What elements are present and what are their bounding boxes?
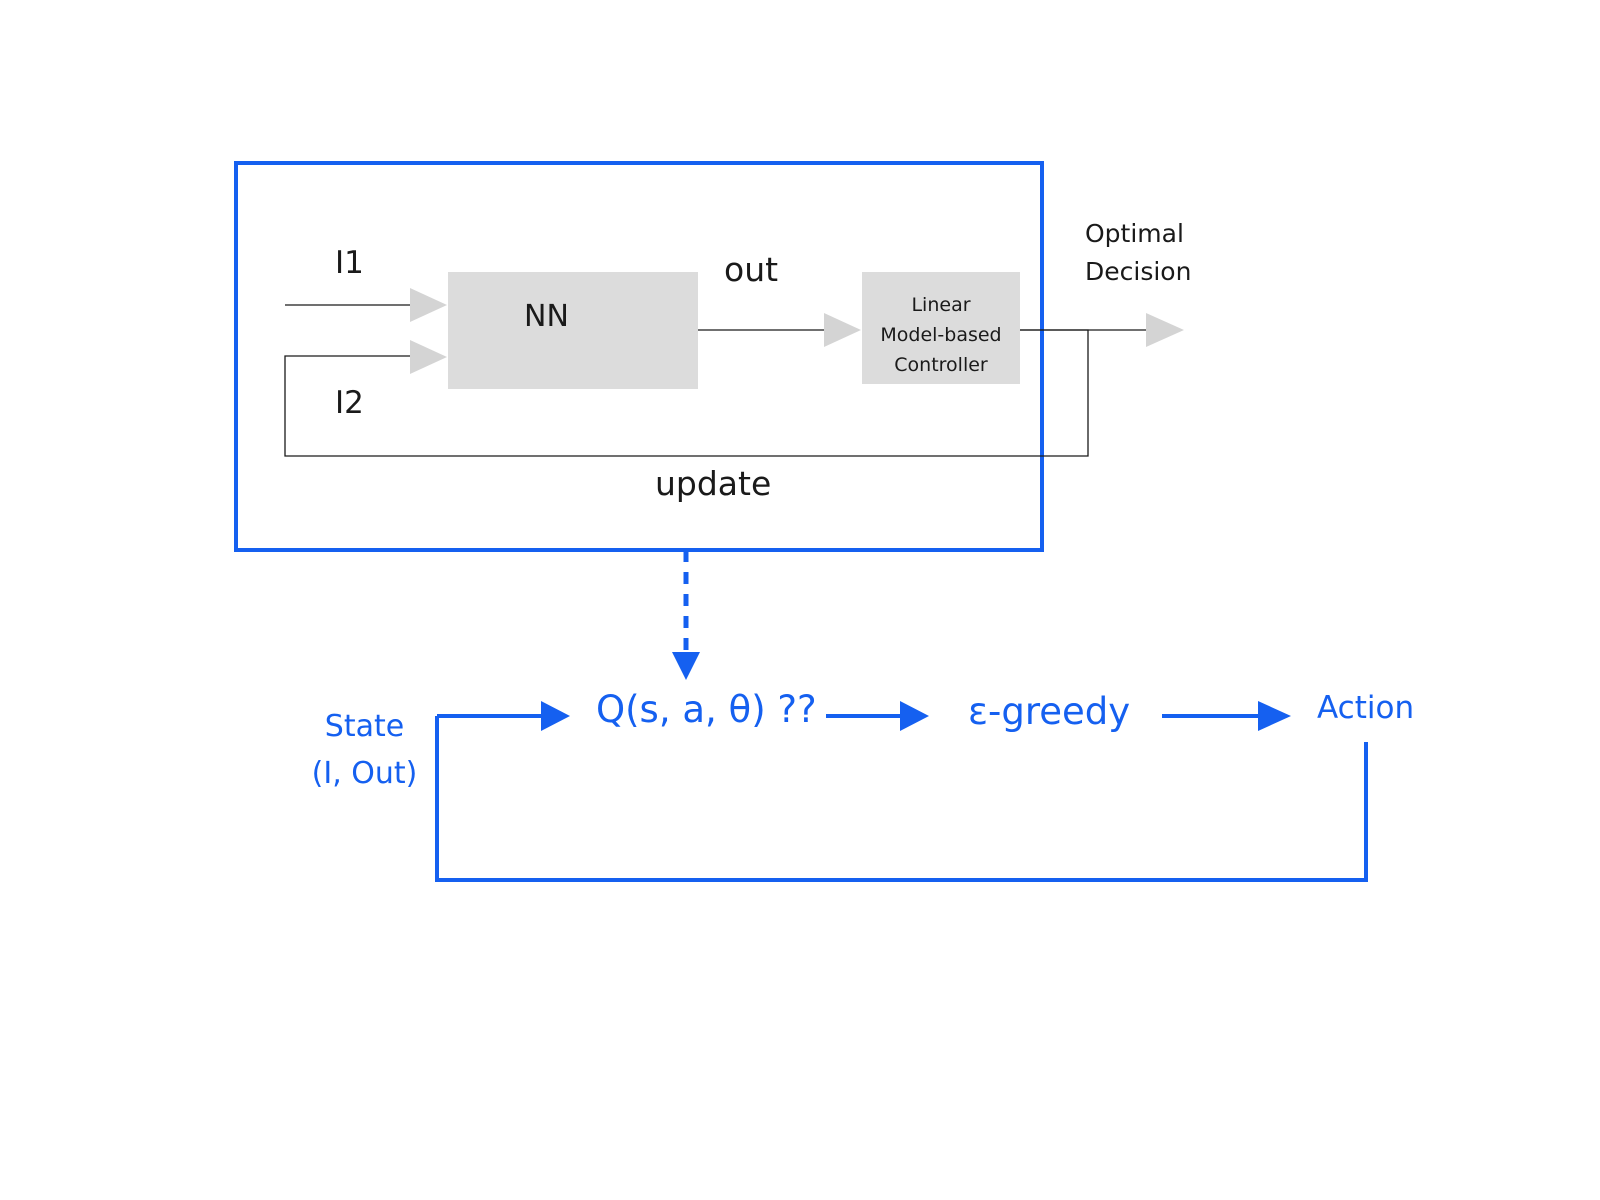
i2-arrowhead [410, 340, 447, 374]
nn-block [448, 272, 698, 389]
state-line-2: (I, Out) [311, 756, 418, 791]
controller-label: Linear Model-based Controller [862, 290, 1020, 380]
optimal-decision-label: Optimal Decision [1085, 215, 1191, 291]
policy-label: ε-greedy [968, 690, 1131, 733]
controller-line-2: Model-based [880, 324, 1002, 346]
action-label: Action [1317, 690, 1415, 726]
state-to-q-arrowhead [541, 701, 570, 731]
policy-to-action-arrowhead [1258, 701, 1291, 731]
q-to-policy-arrowhead [900, 701, 929, 731]
input-1-label: I1 [335, 245, 364, 281]
highlight-frame [234, 161, 1044, 552]
out-label: out [724, 250, 779, 289]
update-label: update [655, 464, 772, 503]
nn-label: NN [524, 299, 569, 334]
controller-line-1: Linear [911, 294, 971, 316]
input-2-label: I2 [335, 385, 364, 421]
controller-line-3: Controller [894, 354, 988, 376]
action-to-state-loop [435, 716, 1368, 882]
out-arrowhead [824, 313, 861, 347]
i1-arrowhead [410, 288, 447, 322]
controller-block [862, 272, 1020, 384]
q-function-label: Q(s, a, θ) ?? [596, 688, 817, 731]
state-label: State (I, Out) [302, 703, 427, 797]
dashed-link-arrowhead [672, 652, 700, 680]
optimal-decision-line-1: Optimal [1085, 219, 1184, 248]
decision-arrowhead [1146, 313, 1184, 347]
state-line-1: State [324, 709, 405, 744]
optimal-decision-line-2: Decision [1085, 257, 1192, 286]
